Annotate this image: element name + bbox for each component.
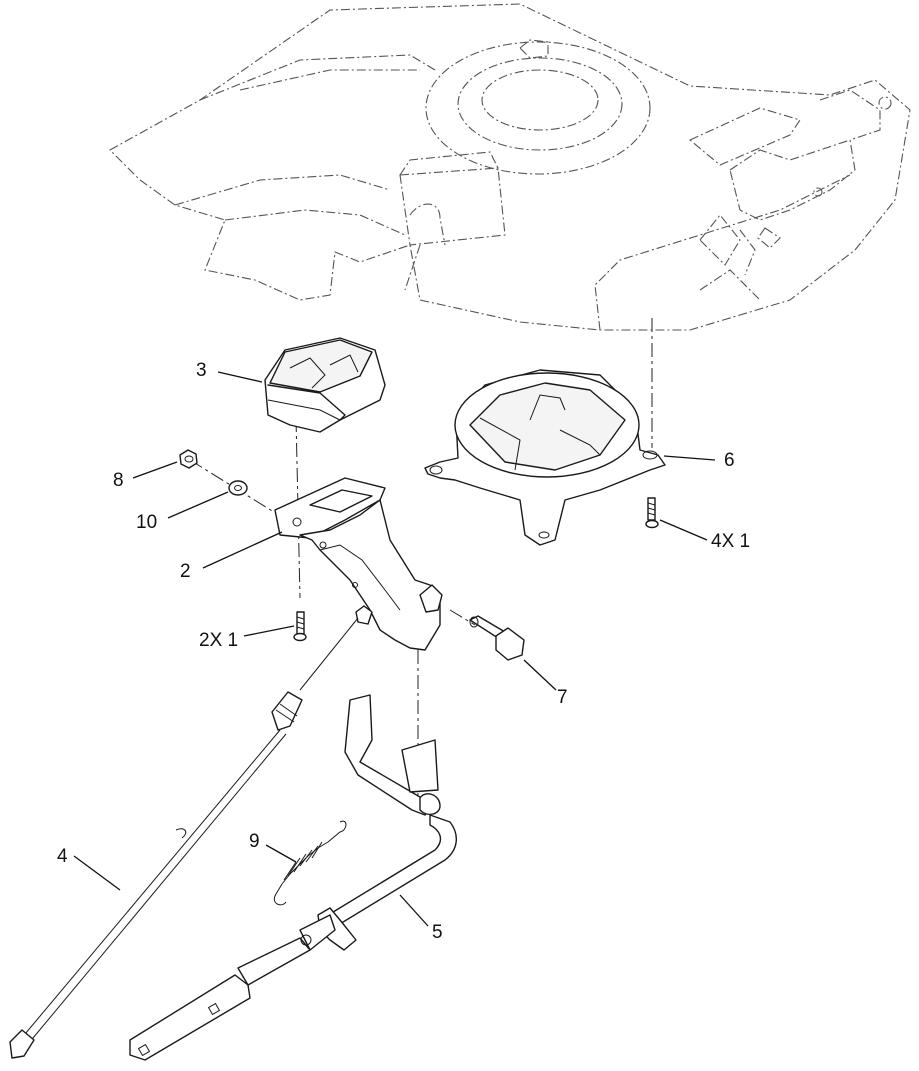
callout-7: 7 xyxy=(557,687,568,708)
part-3-cover xyxy=(264,337,386,433)
callout-9: 9 xyxy=(249,831,260,852)
part-4-cable xyxy=(9,605,373,1059)
part-10-washer xyxy=(228,480,248,496)
callout-4x1: 4X 1 xyxy=(711,531,751,552)
callout-3: 3 xyxy=(196,360,207,381)
callout-2: 2 xyxy=(180,561,191,582)
callout-5: 5 xyxy=(432,922,443,943)
callout-8: 8 xyxy=(113,470,124,491)
part-9-spring xyxy=(273,820,347,906)
leader-lines xyxy=(73,371,716,927)
part-5-control-rod xyxy=(129,694,457,1061)
part-8-nut xyxy=(179,449,198,469)
callout-10: 10 xyxy=(136,512,158,533)
callout-6: 6 xyxy=(724,450,735,471)
mower-deck-phantom xyxy=(109,3,911,331)
screw-4x xyxy=(645,497,659,529)
callout-4: 4 xyxy=(57,846,68,867)
part-7-bolt xyxy=(469,615,525,661)
part-6-bowl-cover xyxy=(424,369,666,546)
callout-2x1: 2X 1 xyxy=(199,630,239,651)
screw-2x xyxy=(293,611,307,642)
part-2-handle-bracket xyxy=(274,477,443,651)
